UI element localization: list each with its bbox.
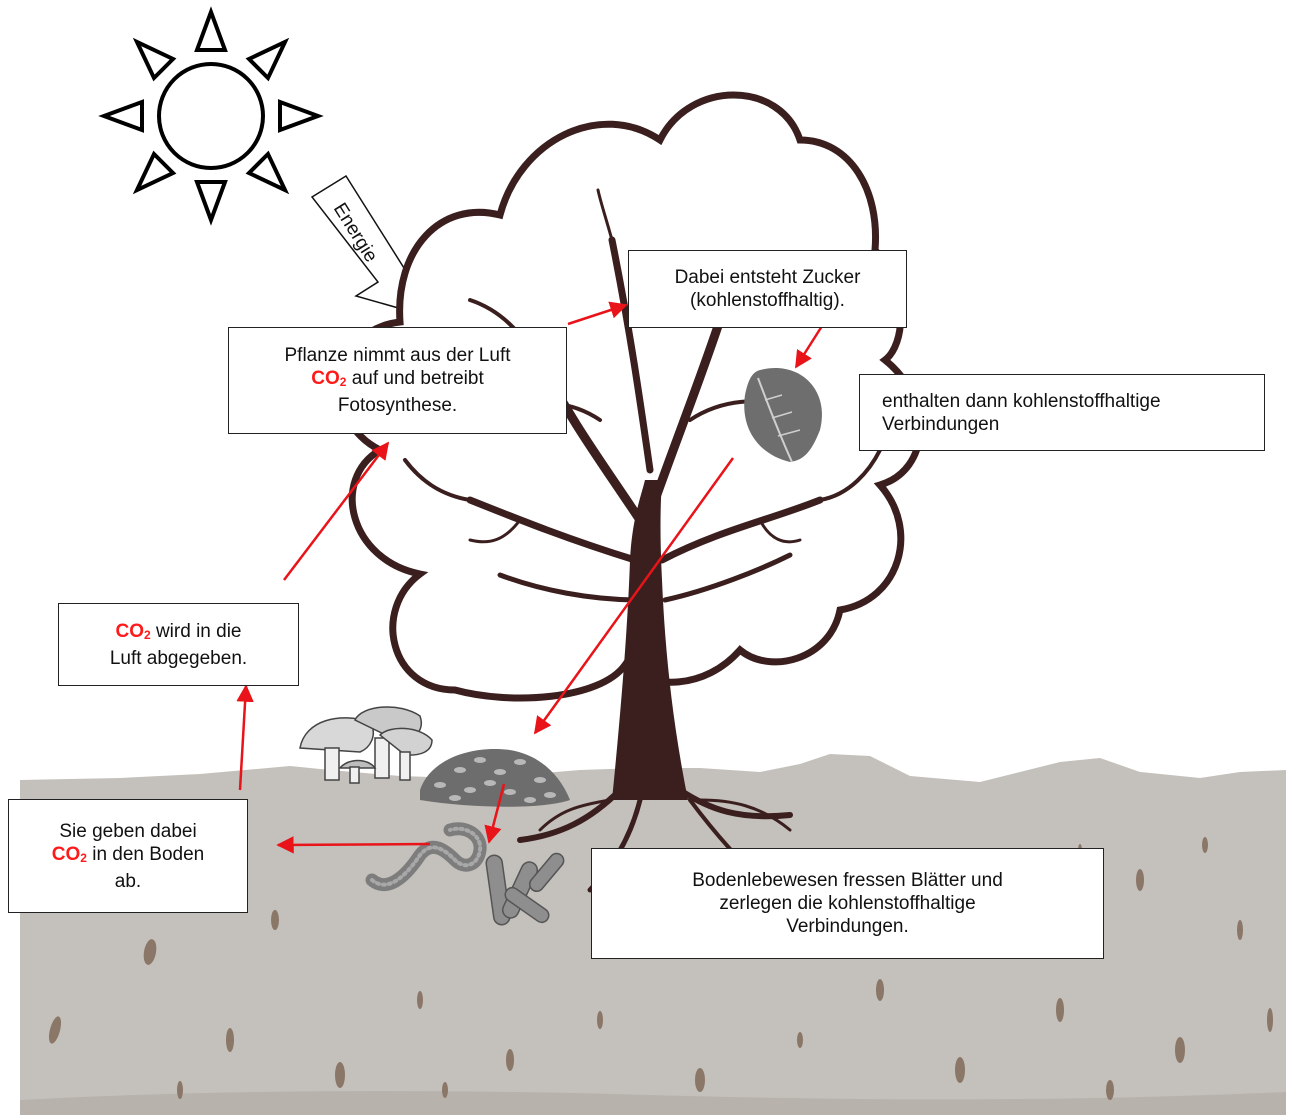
arrow-to-plant [283, 441, 390, 581]
leaf-litter-icon [420, 749, 570, 807]
sugar-line2: (kohlenstoffhaltig). [690, 290, 845, 311]
photosynthesis-line1: Pflanze nimmt aus der Luft [284, 345, 511, 366]
soil-co2-box: Sie geben dabei CO2 in den Boden ab. [8, 799, 248, 913]
air-co2-line2: Luft abgegeben. [109, 647, 248, 669]
leaf-icon [744, 368, 822, 463]
arrow-sugar-to-leaf [794, 325, 824, 369]
soil-co2-line3: ab. [114, 870, 142, 892]
co2-label: CO2 [51, 843, 87, 865]
arrow-litter-to-organisms [484, 783, 506, 844]
arrow-to-air-co2 [236, 684, 254, 791]
co2-label: CO2 [115, 620, 151, 642]
air-co2-line1: wird in die [150, 620, 242, 642]
bacteria-icon [485, 852, 565, 926]
sun-icon [98, 6, 324, 226]
mushroom-icon [299, 706, 433, 784]
photosynthesis-line3: Fotosynthese. [337, 395, 458, 416]
decomposers-line3: Verbindungen. [786, 916, 909, 937]
earthworm-icon [365, 822, 487, 892]
decomposers-line2: zerlegen die kohlenstoffhaltige [719, 893, 976, 914]
air-co2-box: CO2 wird in die Luft abgegeben. [58, 603, 299, 686]
photosynthesis-line2: auf und betreibt [346, 368, 484, 389]
sugar-box: Dabei entsteht Zucker (kohlenstoffhaltig… [628, 250, 907, 328]
arrow-to-soil-co2 [276, 836, 431, 854]
sugar-line1: Dabei entsteht Zucker [674, 267, 861, 288]
photosynthesis-box: Pflanze nimmt aus der Luft CO2 auf und b… [228, 327, 567, 434]
decomposers-line1: Bodenlebewesen fressen Blätter und [692, 870, 1003, 891]
decomposers-box: Bodenlebewesen fressen Blätter und zerle… [591, 848, 1104, 959]
leaves-box: enthalten dann kohlenstoffhaltige Verbin… [859, 374, 1265, 451]
arrow-leaf-to-litter [533, 457, 735, 735]
leaves-line1: enthalten dann kohlenstoffhaltige [882, 390, 1161, 412]
soil-co2-line1: Sie geben dabei [59, 820, 197, 842]
leaves-line2: Verbindungen [882, 413, 1000, 435]
soil-co2-line2: in den Boden [86, 843, 205, 865]
arrow-to-sugar [567, 301, 628, 326]
cycle-arrows [236, 301, 824, 854]
tree-icon [337, 91, 924, 893]
co2-label: CO2 [311, 368, 347, 389]
